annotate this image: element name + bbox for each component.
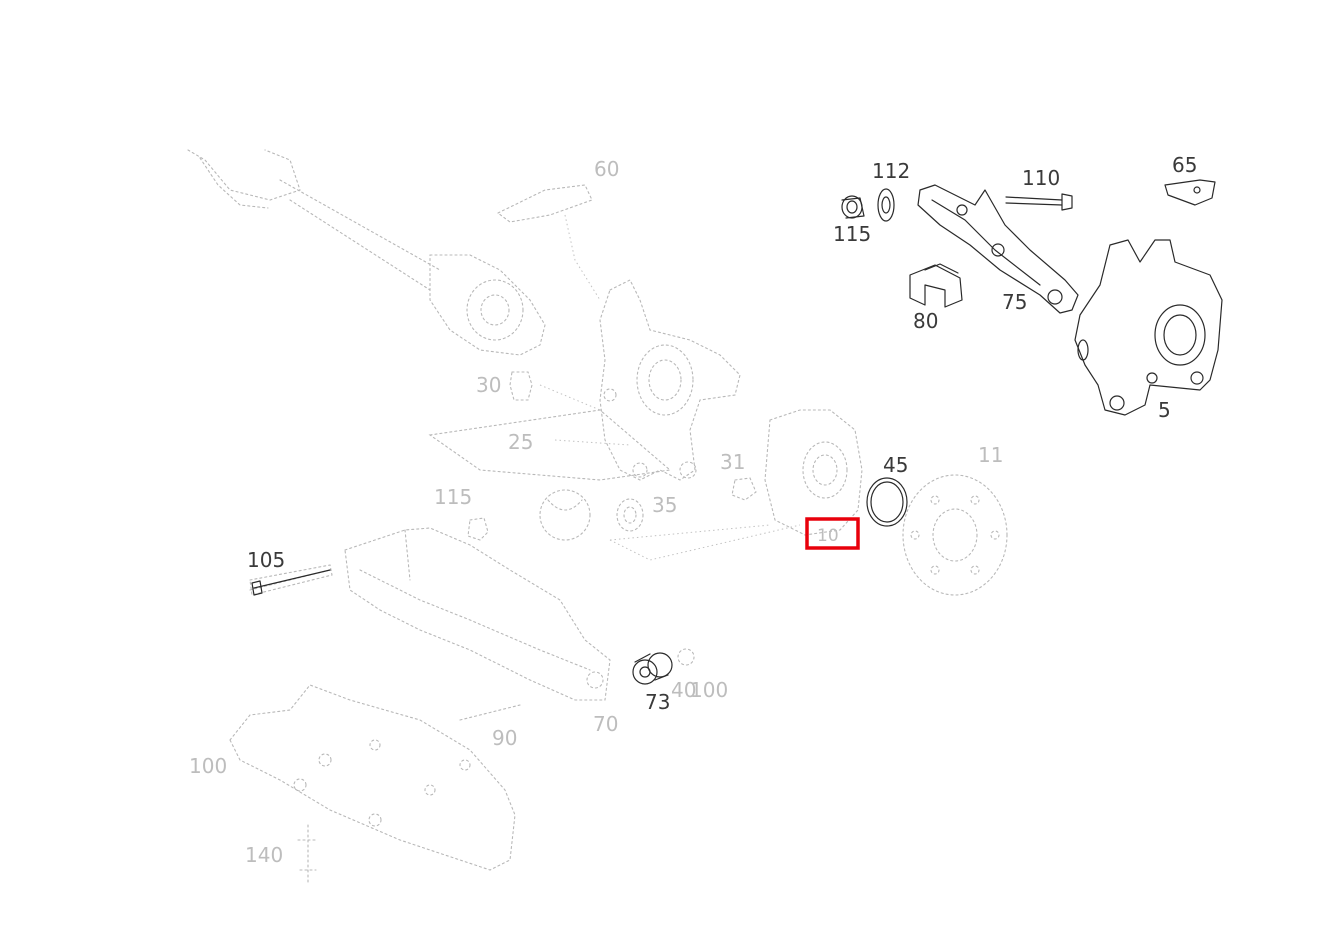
label-45: 45 [883,453,908,477]
drive-shaft-assembly [187,149,546,356]
bolt-110 [1005,193,1073,211]
label-30: 30 [476,373,501,397]
camber-link-75 [917,184,1079,314]
label-90: 90 [492,726,517,750]
highlight-box[interactable] [805,517,860,550]
label-73: 73 [645,690,670,714]
label-40: 40 [671,678,696,702]
bolt-105 [251,569,331,596]
brake-disc-faint [902,474,1008,596]
label-140: 140 [245,843,283,867]
label-75: 75 [1002,290,1027,314]
label-105: 105 [247,548,285,572]
label-100-bottom: 100 [189,754,227,778]
label-115-faint: 115 [434,485,472,509]
label-112: 112 [872,159,910,183]
label-70: 70 [593,712,618,736]
bracket-65 [1164,179,1216,206]
wheel-carrier-5 [1074,239,1223,416]
wheel-carrier-left-faint [599,279,741,481]
label-100-top: 100 [690,678,728,702]
label-65: 65 [1172,153,1197,177]
snap-ring-45 [866,477,908,527]
nut-115 [841,195,865,219]
label-10-highlighted: 10 [817,526,839,546]
label-80: 80 [913,309,938,333]
spring-link-faint [229,684,521,886]
label-35: 35 [652,493,677,517]
wheel-hub-bearing-faint [609,409,863,561]
label-110: 110 [1022,166,1060,190]
bushing-73 [632,652,673,685]
label-11: 11 [978,443,1003,467]
washer-112 [877,188,895,222]
lower-control-arm-faint [249,527,695,701]
highlighted-part-10[interactable]: 10 [805,517,860,550]
part-labels-faint: 60 30 25 31 35 115 11 40 100 70 90 100 1… [189,157,1003,867]
label-60: 60 [594,157,619,181]
clip-80 [909,263,963,308]
label-25: 25 [508,430,533,454]
faint-small-parts [428,184,757,541]
label-31: 31 [720,450,745,474]
label-115: 115 [833,222,871,246]
label-5: 5 [1158,398,1171,422]
part-labels-bold: 112 110 65 115 80 75 5 45 105 73 [247,153,1197,714]
